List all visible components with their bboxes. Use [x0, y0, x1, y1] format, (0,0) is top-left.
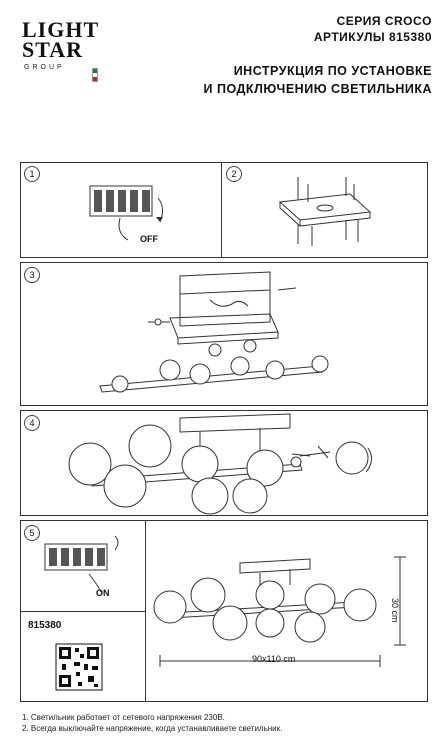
- mounting-plate-icon: [278, 177, 372, 246]
- logo-line-1: LIGHT: [22, 17, 100, 42]
- step-4-number: 4: [24, 415, 40, 431]
- article-panel: [20, 611, 146, 702]
- instruction-title: ИНСТРУКЦИЯ ПО УСТАНОВКЕ И ПОДКЛЮЧЕНИЮ СВ…: [204, 62, 432, 98]
- qr-code-icon: [55, 643, 103, 691]
- series-title: СЕРИЯ CROCO: [336, 14, 432, 28]
- off-label: OFF: [140, 234, 158, 244]
- brand-logo: LIGHT STAR GROUP: [22, 17, 102, 82]
- wiring-assembly-icon: [99, 271, 329, 393]
- step-2-panel: [221, 162, 428, 258]
- breaker-on-icon: [44, 535, 119, 593]
- width-dimension: 90x110 cm: [252, 654, 296, 664]
- notes-block: 1. Светильник работает от сетевого напря…: [22, 712, 282, 734]
- on-label: ON: [96, 588, 110, 598]
- logo-flag-icon: [92, 68, 98, 82]
- step-3-panel: [20, 262, 428, 406]
- luminaire-dimensions-icon: [153, 556, 406, 667]
- article-title: АРТИКУЛЫ 815380: [313, 30, 432, 44]
- step-3-number: 3: [24, 267, 40, 283]
- step-4-panel: [20, 410, 428, 516]
- instruction-line-1: ИНСТРУКЦИЯ ПО УСТАНОВКЕ: [233, 64, 432, 78]
- height-dimension: 30 cm: [390, 598, 400, 623]
- article-number: 815380: [28, 620, 62, 631]
- step-1-number: 1: [24, 166, 40, 182]
- breaker-off-icon: [89, 185, 164, 241]
- step-2-number: 2: [226, 166, 242, 182]
- note-1: 1. Светильник работает от сетевого напря…: [22, 713, 225, 722]
- logo-subtitle: GROUP: [24, 64, 65, 71]
- note-2: 2. Всегда выключайте напряжение, когда у…: [22, 724, 283, 733]
- instruction-line-2: И ПОДКЛЮЧЕНИЮ СВЕТИЛЬНИКА: [203, 82, 432, 96]
- header-block: СЕРИЯ CROCO АРТИКУЛЫ 815380 ИНСТРУКЦИЯ П…: [204, 14, 432, 98]
- step-5-number: 5: [24, 525, 40, 541]
- logo-line-2: STAR: [22, 37, 84, 62]
- shade-installation-icon: [68, 413, 372, 515]
